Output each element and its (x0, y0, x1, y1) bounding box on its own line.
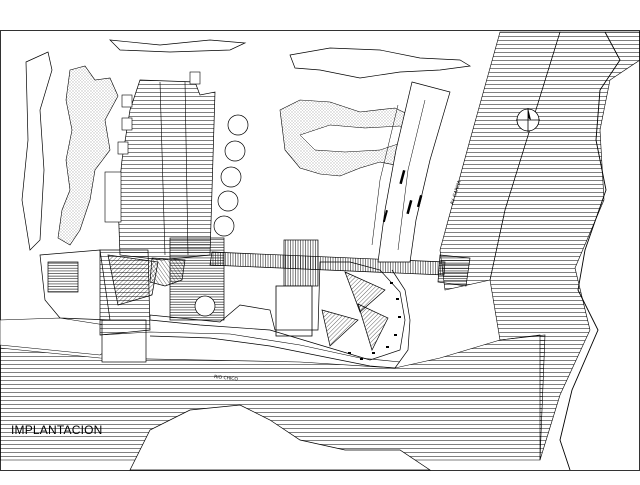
upper-vegetation (279, 99, 433, 177)
access-road-line (99, 331, 401, 363)
top-terrain-outlines (21, 39, 472, 251)
street-label: RIO CHICO (214, 374, 239, 383)
road-band-hatch (439, 31, 640, 471)
central-halls (99, 237, 319, 337)
north-arrow-icon (516, 108, 540, 132)
diagonal-road (371, 81, 451, 263)
building-blocks (104, 71, 216, 261)
left-vegetation (57, 65, 119, 246)
tree-circles (213, 114, 249, 237)
walkway (209, 251, 471, 287)
drawing-title: IMPLANTACION (11, 423, 103, 437)
lower-terrain-hatch (0, 334, 546, 471)
lower-left-block (0, 249, 147, 363)
plaza (149, 261, 411, 369)
